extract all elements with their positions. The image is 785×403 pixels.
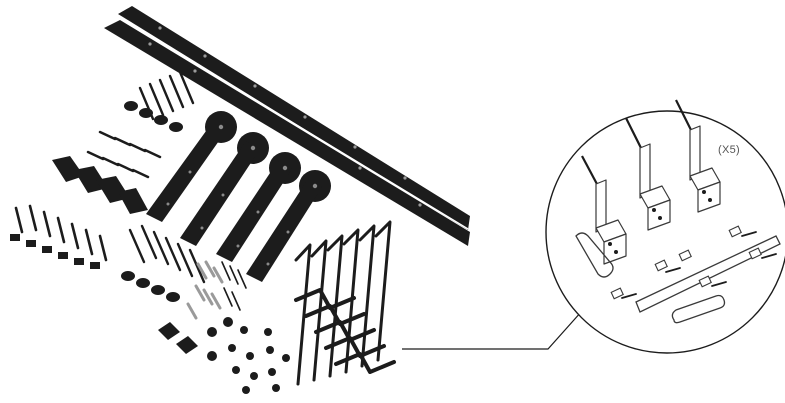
wall-anchor-icon [188,262,222,318]
quantity-label: (X5) [718,144,740,156]
bolt-icon [16,206,106,260]
floor-guide-icon [158,322,198,354]
detail-magnifier-circle [546,111,785,353]
nut-icon [207,317,290,394]
nut-icon [10,234,100,269]
spacer-icon [121,271,180,302]
callout-leader-line [402,302,590,349]
lag-screw-icon [222,262,246,310]
stopper-icon [52,156,148,214]
bolt-icon [88,132,160,177]
spacer-icon [124,101,183,132]
